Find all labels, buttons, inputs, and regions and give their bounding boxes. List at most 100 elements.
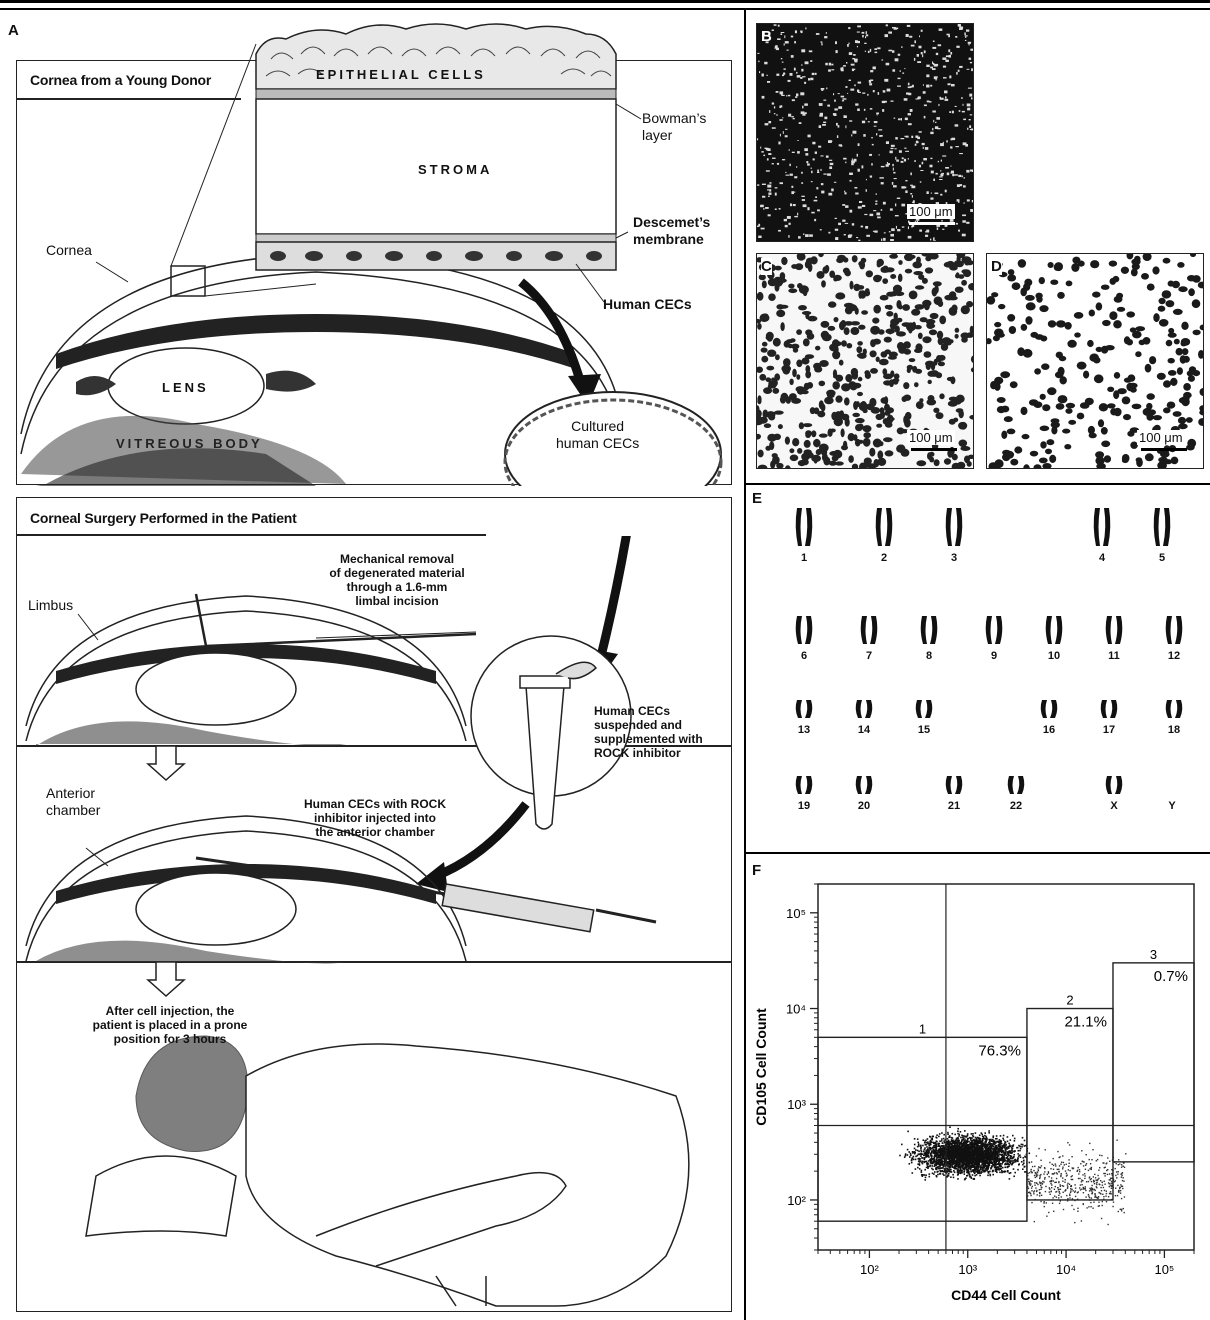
cell-nucleus bbox=[892, 378, 899, 382]
cell-nucleus bbox=[1171, 457, 1179, 465]
event-point bbox=[951, 1158, 953, 1160]
event-point bbox=[999, 1159, 1001, 1161]
cell-nucleus bbox=[1183, 383, 1191, 391]
nucleus-speck bbox=[947, 173, 950, 176]
nucleus-speck bbox=[866, 179, 867, 180]
event-point bbox=[976, 1169, 978, 1171]
cell-nucleus bbox=[1024, 279, 1032, 287]
event-point bbox=[993, 1156, 995, 1158]
nucleus-speck bbox=[862, 205, 865, 207]
cell-nucleus bbox=[1158, 306, 1166, 312]
cell-nucleus bbox=[819, 400, 824, 409]
cell-nucleus bbox=[824, 397, 834, 405]
cell-nucleus bbox=[1181, 322, 1188, 330]
nucleus-speck bbox=[765, 123, 769, 125]
nucleus-speck bbox=[829, 63, 831, 66]
event-point bbox=[996, 1148, 998, 1150]
nucleus-speck bbox=[935, 122, 937, 123]
cell-nucleus bbox=[791, 264, 798, 269]
nucleus-speck bbox=[869, 154, 872, 156]
event-point bbox=[979, 1160, 981, 1162]
event-point bbox=[973, 1136, 975, 1138]
nucleus-speck bbox=[865, 51, 866, 52]
nucleus-speck bbox=[896, 226, 897, 229]
cell-nucleus bbox=[876, 424, 882, 428]
cell-nucleus bbox=[846, 343, 852, 348]
cell-nucleus bbox=[1187, 371, 1194, 377]
nucleus-speck bbox=[772, 127, 776, 129]
event-point bbox=[1033, 1170, 1034, 1171]
scale-label-b: 100 μm bbox=[907, 204, 955, 219]
event-point bbox=[979, 1151, 981, 1153]
nucleus-speck bbox=[939, 176, 943, 177]
nucleus-speck bbox=[970, 49, 973, 51]
event-point bbox=[988, 1150, 990, 1152]
cell-nucleus bbox=[1047, 387, 1056, 395]
nucleus-speck bbox=[915, 136, 918, 138]
nucleus-speck bbox=[852, 223, 854, 225]
event-point bbox=[1119, 1163, 1120, 1164]
cell-nucleus bbox=[793, 348, 798, 353]
scale-bar-d bbox=[1141, 448, 1187, 451]
cell-nucleus bbox=[1147, 393, 1155, 400]
nucleus-speck bbox=[799, 122, 802, 124]
cell-nucleus bbox=[1163, 258, 1171, 264]
event-point bbox=[954, 1149, 956, 1151]
nucleus-speck bbox=[853, 131, 857, 134]
event-point bbox=[918, 1143, 920, 1145]
event-point bbox=[988, 1172, 990, 1174]
cell-nucleus bbox=[1018, 259, 1026, 268]
nucleus-speck bbox=[862, 93, 865, 94]
nucleus-speck bbox=[825, 63, 828, 66]
event-point bbox=[940, 1171, 942, 1173]
cell-nucleus bbox=[927, 399, 937, 405]
nucleus-speck bbox=[891, 148, 894, 149]
nucleus-speck bbox=[828, 193, 832, 196]
event-point bbox=[991, 1143, 993, 1145]
nucleus-speck bbox=[810, 60, 812, 62]
nucleus-speck bbox=[923, 84, 924, 86]
event-point bbox=[1031, 1190, 1032, 1191]
event-point bbox=[929, 1166, 931, 1168]
cell-nucleus bbox=[835, 292, 845, 299]
nucleus-speck bbox=[855, 103, 858, 105]
nucleus-speck bbox=[911, 186, 915, 189]
nucleus-speck bbox=[933, 179, 935, 181]
nucleus-speck bbox=[823, 122, 826, 124]
nucleus-speck bbox=[862, 165, 864, 168]
micrograph-b: B 100 μm bbox=[756, 23, 974, 242]
event-point bbox=[1018, 1150, 1020, 1152]
nucleus-speck bbox=[866, 34, 868, 36]
event-point bbox=[914, 1148, 916, 1150]
cell-nucleus bbox=[835, 395, 842, 402]
event-point bbox=[1005, 1148, 1007, 1150]
cell-nucleus bbox=[1143, 254, 1152, 261]
event-point bbox=[995, 1138, 997, 1140]
nucleus-speck bbox=[856, 237, 858, 238]
event-point bbox=[1085, 1196, 1086, 1197]
nucleus-speck bbox=[829, 160, 832, 161]
nucleus-speck bbox=[796, 72, 797, 74]
event-point bbox=[1004, 1160, 1006, 1162]
cell-nucleus bbox=[1198, 350, 1204, 359]
event-point bbox=[1005, 1153, 1007, 1155]
event-point bbox=[1116, 1140, 1117, 1141]
nucleus-speck bbox=[912, 195, 913, 197]
nucleus-speck bbox=[871, 137, 873, 138]
event-point bbox=[1050, 1194, 1051, 1195]
nucleus-speck bbox=[762, 184, 766, 185]
event-point bbox=[971, 1140, 973, 1142]
event-point bbox=[947, 1132, 949, 1134]
event-point bbox=[1005, 1150, 1007, 1152]
event-point bbox=[909, 1163, 911, 1165]
cell-nucleus bbox=[1057, 292, 1065, 299]
event-point bbox=[918, 1145, 920, 1147]
cell-nucleus bbox=[1166, 300, 1175, 307]
cell-nucleus bbox=[852, 464, 858, 469]
event-point bbox=[1022, 1137, 1024, 1139]
nucleus-speck bbox=[866, 235, 870, 237]
event-point bbox=[1118, 1164, 1119, 1165]
panel-letter-c: C bbox=[761, 258, 772, 275]
cell-nucleus bbox=[1096, 302, 1103, 310]
chromosome-label: 15 bbox=[912, 724, 936, 736]
